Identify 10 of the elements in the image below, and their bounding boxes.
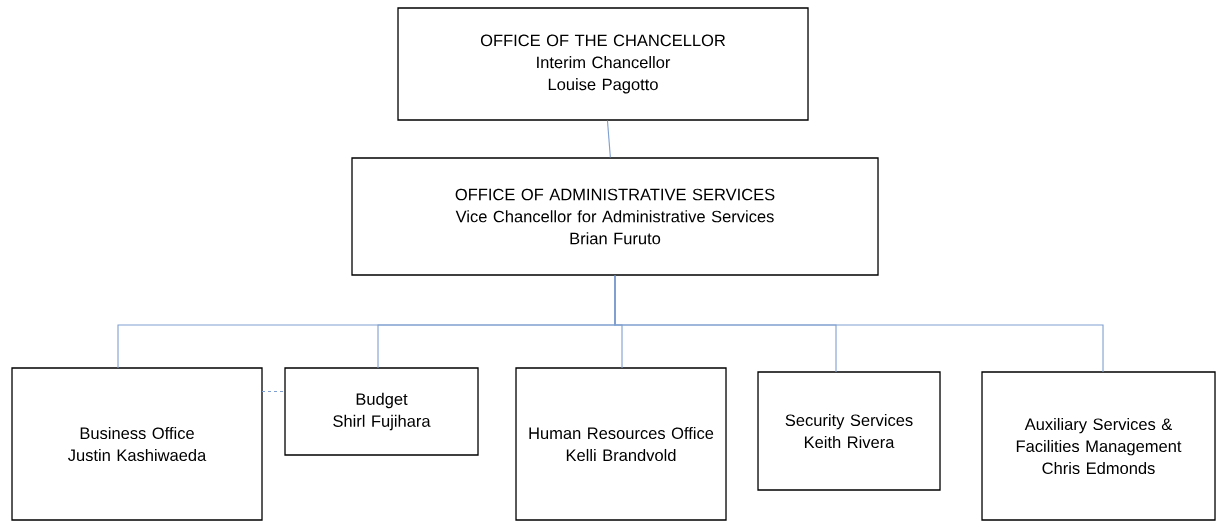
org-box: Human Resources Office Kelli Brandvold (515, 367, 727, 521)
connector-line (261, 390, 286, 393)
org-box: Business Office Justin Kashiwaeda (11, 367, 263, 521)
connector-line (606, 120, 611, 158)
org-box: OFFICE OF THE CHANCELLOR Interim Chancellor Louise Pagotto (397, 7, 809, 121)
org-box: Budget Shirl Fujihara (284, 367, 479, 456)
org-box: OFFICE OF ADMINISTRATIVE SERVICES Vice Chancellor for Administrative Services Brian Furuto (351, 157, 879, 276)
connector-line (614, 275, 1104, 373)
org-box: Security Services Keith Rivera (757, 371, 941, 491)
org-box: Auxiliary Services & Facilities Management Chris Edmonds (981, 371, 1216, 521)
